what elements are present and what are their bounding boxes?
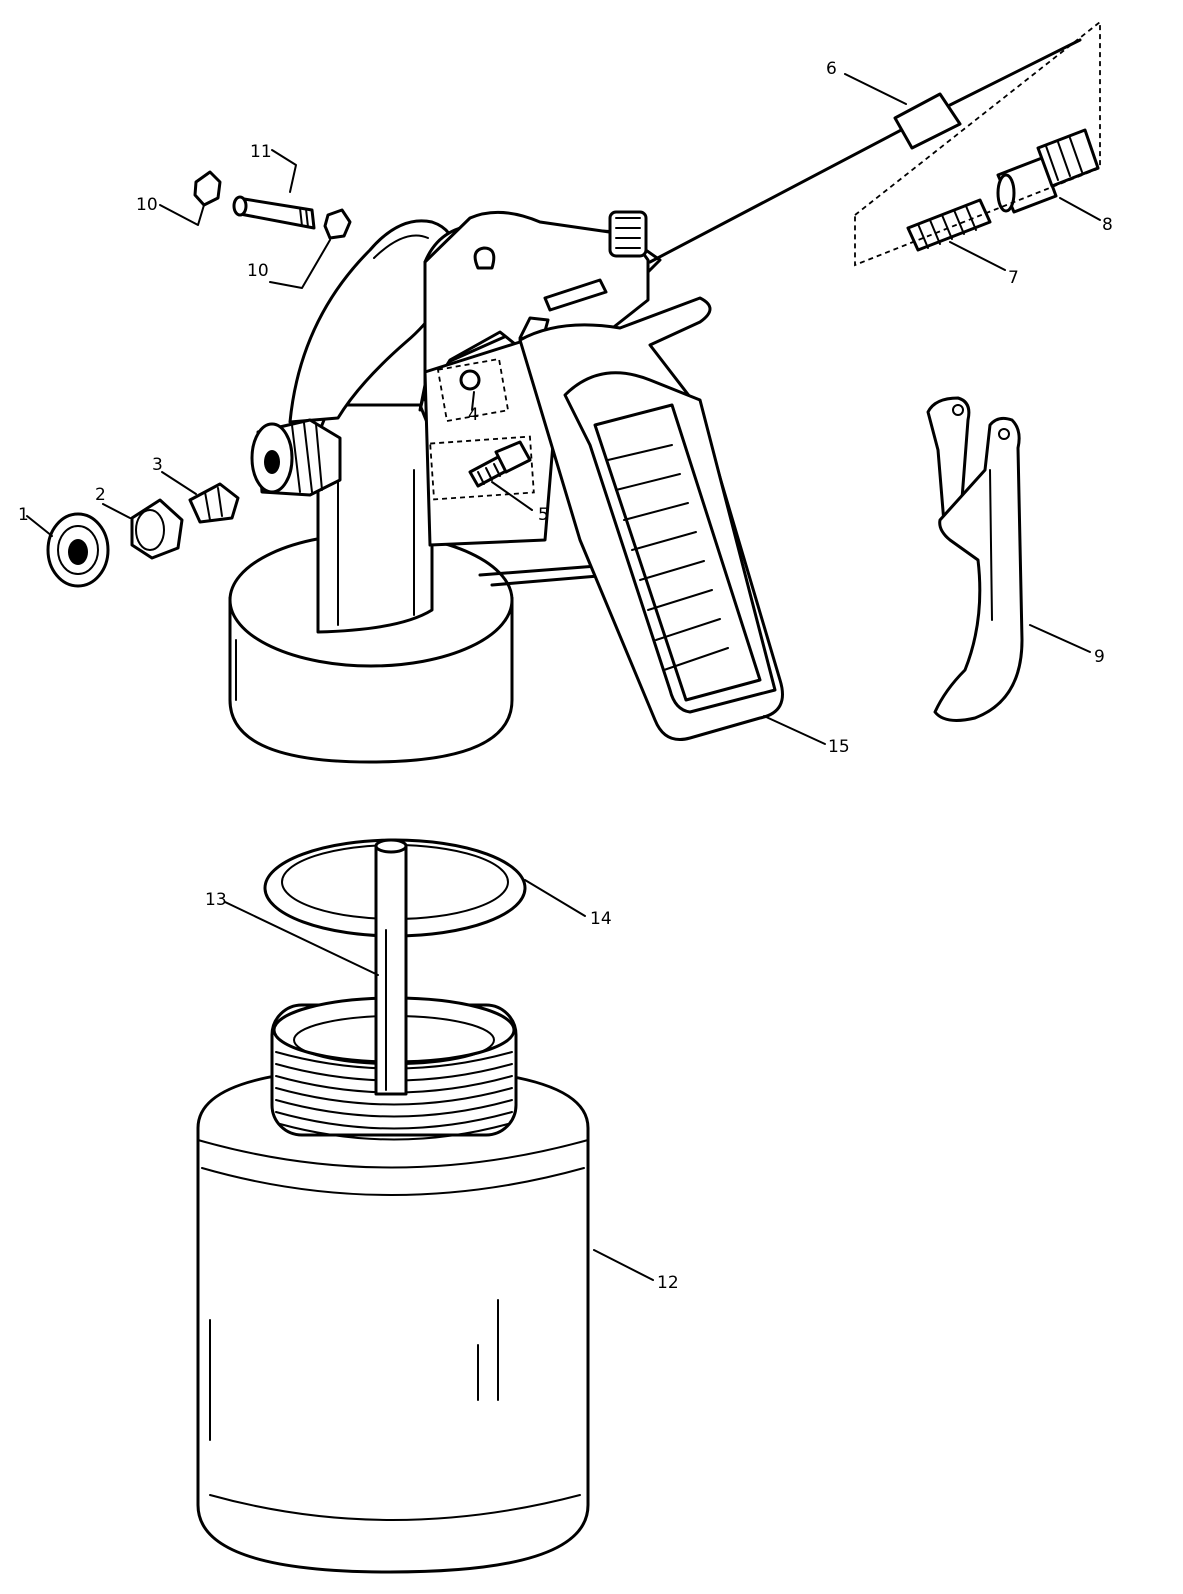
- trigger: [926, 396, 1024, 722]
- callout-6: 6: [826, 59, 837, 79]
- nozzle-tip: [188, 482, 240, 524]
- needle: [648, 38, 1082, 264]
- callout-13: 13: [205, 890, 227, 910]
- part-5-group-box: [429, 435, 535, 501]
- pickup-tube: [374, 838, 408, 1096]
- callout-14: 14: [590, 909, 612, 929]
- callout-15: 15: [828, 737, 850, 757]
- needle-assembly-group-box: [854, 20, 1101, 267]
- callout-4: 4: [468, 405, 479, 425]
- gun-body: [228, 210, 662, 764]
- fitting-10-bottom: [323, 208, 352, 240]
- fitting-10-top: [193, 170, 222, 207]
- fitting-11-tube: [232, 195, 316, 230]
- valve-stem: [468, 440, 532, 488]
- nozzle-ring: [46, 512, 110, 588]
- callout-5: 5: [538, 505, 549, 525]
- air-cap: [130, 498, 184, 560]
- adjusting-knob: [996, 128, 1100, 214]
- callout-10-top: 10: [136, 195, 158, 215]
- callout-3: 3: [152, 455, 163, 475]
- callout-9: 9: [1094, 647, 1105, 667]
- callout-12: 12: [657, 1273, 679, 1293]
- handle-grip: [518, 296, 784, 741]
- callout-2: 2: [95, 485, 106, 505]
- callout-labels: 1 2 3 4 5 6 7 8 9 10 10 11 12 13 14 15: [18, 59, 1113, 1293]
- spring: [906, 198, 992, 252]
- callout-10-bottom: 10: [247, 261, 269, 281]
- leader-lines: [26, 73, 1101, 1281]
- callout-1: 1: [18, 505, 29, 525]
- callout-11: 11: [250, 142, 272, 162]
- part-4-group-box: [436, 357, 510, 423]
- callout-8: 8: [1102, 215, 1113, 235]
- callout-7: 7: [1008, 268, 1019, 288]
